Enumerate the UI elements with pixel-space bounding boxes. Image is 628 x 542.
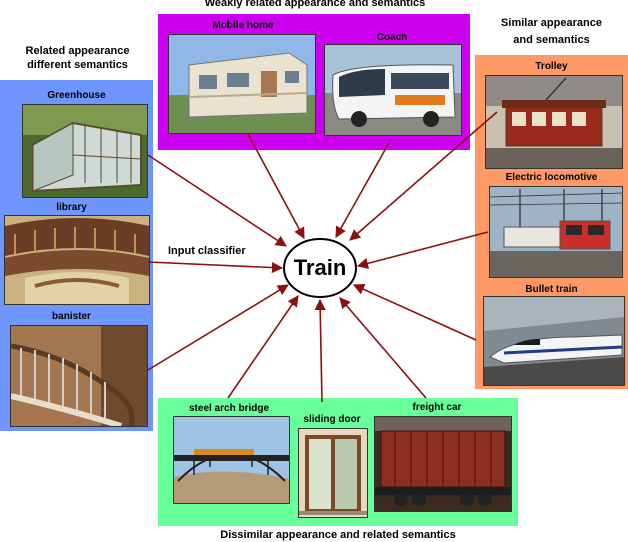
- arrow-library: [148, 262, 282, 268]
- library-photo: [4, 215, 150, 305]
- coach-label: Coach: [322, 32, 462, 43]
- arrow-freight-car: [340, 298, 426, 398]
- sliding-door-label: sliding door: [294, 414, 370, 425]
- left-group-caption-line2: different semantics: [0, 59, 155, 71]
- trolley-label: Trolley: [480, 61, 623, 72]
- top-group-panel: Mobile home Coach: [158, 14, 470, 150]
- right-group-caption-line2: and semantics: [475, 34, 628, 46]
- freight-car-label: freight car: [372, 402, 502, 413]
- greenhouse-label: Greenhouse: [5, 90, 148, 101]
- arrow-steel-arch-bridge: [228, 296, 298, 398]
- left-group-caption-line1: Related appearance: [0, 45, 155, 57]
- arrow-electric-locomotive: [358, 232, 488, 266]
- greenhouse-photo: [22, 104, 148, 198]
- bottom-group-panel: steel arch bridge sliding door freight c…: [158, 398, 518, 526]
- arrow-banister: [148, 285, 288, 370]
- steel-arch-bridge-label: steel arch bridge: [166, 403, 292, 414]
- banister-label: banister: [0, 311, 143, 322]
- top-group-caption: Weakly related appearance and semantics: [150, 0, 480, 9]
- bottom-group-caption: Dissimilar appearance and related semant…: [158, 529, 518, 541]
- mobile-home-photo: [168, 34, 316, 134]
- arrow-greenhouse: [148, 155, 286, 246]
- steel-arch-bridge-photo: [173, 416, 290, 504]
- right-group-caption-line1: Similar appearance: [475, 17, 628, 29]
- coach-bus-photo: [324, 44, 462, 136]
- train-label: Train: [284, 255, 356, 281]
- bullet-train-label: Bullet train: [480, 284, 623, 295]
- right-group-panel: Trolley Electric locomotive Bullet tra: [475, 55, 628, 389]
- electric-locomotive-photo: [489, 186, 623, 278]
- sliding-door-photo: [298, 428, 368, 518]
- arrow-sliding-door: [320, 300, 322, 402]
- arrow-coach: [336, 141, 390, 237]
- input-classifier-label: Input classifier: [168, 245, 246, 257]
- arrow-bullet-train: [354, 285, 476, 340]
- banister-photo: [10, 325, 148, 427]
- mobile-home-label: Mobile home: [168, 20, 318, 31]
- electric-locomotive-label: Electric locomotive: [480, 172, 623, 183]
- trolley-photo: [485, 75, 623, 169]
- bullet-train-photo: [483, 296, 625, 386]
- library-label: library: [0, 202, 143, 213]
- left-group-panel: Greenhouse library banister: [0, 80, 153, 431]
- freight-car-photo: [374, 416, 512, 512]
